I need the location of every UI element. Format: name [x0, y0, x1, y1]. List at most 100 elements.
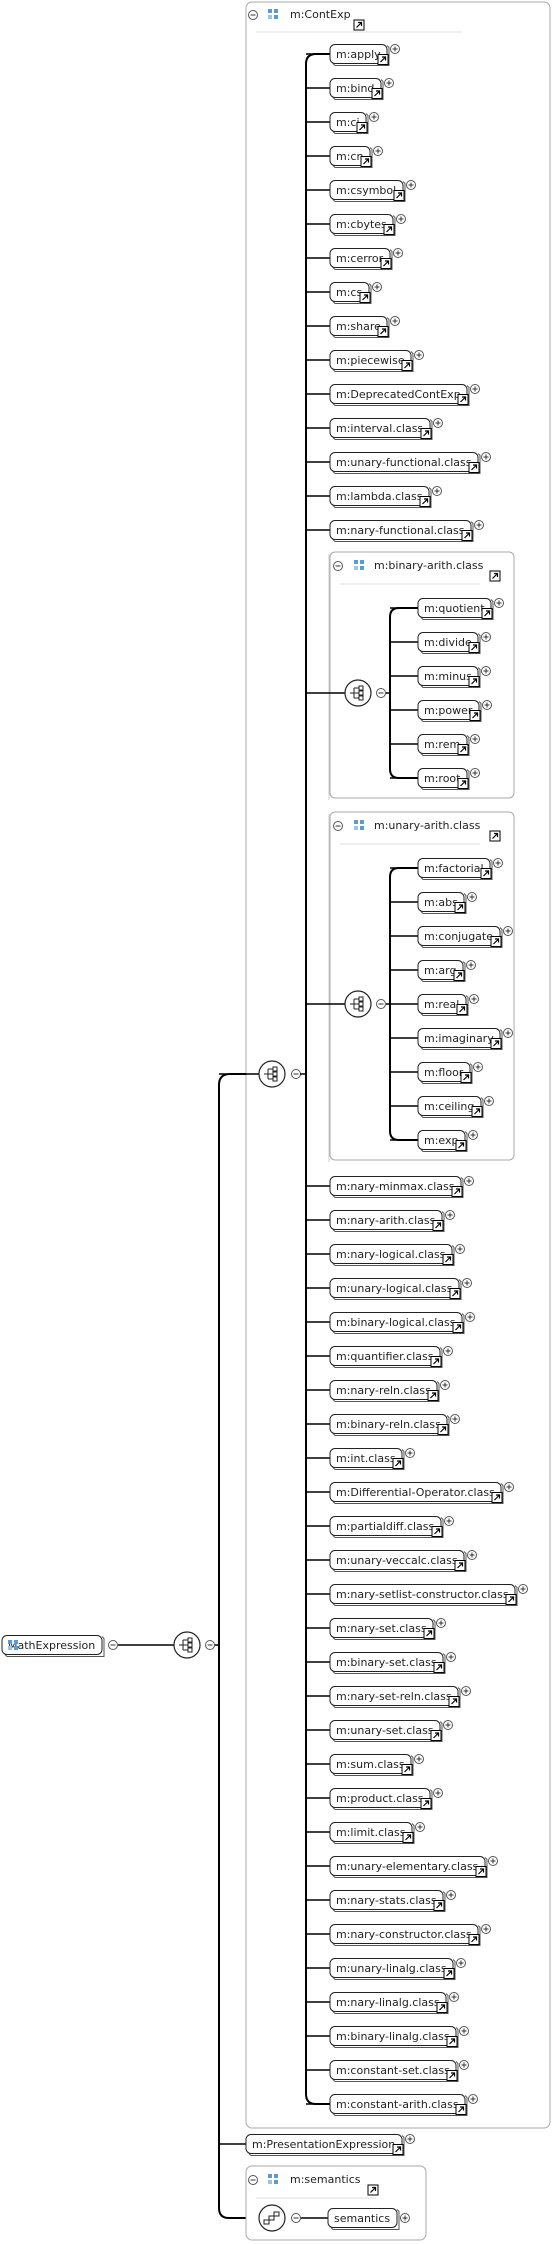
expand-icon[interactable]	[396, 214, 406, 224]
element-node[interactable]: m:binary-reln.class	[329, 1414, 450, 1436]
reference-arrow-icon[interactable]	[420, 1798, 432, 1809]
reference-arrow-icon[interactable]	[430, 1730, 442, 1741]
reference-arrow-icon[interactable]	[460, 1072, 472, 1083]
reference-arrow-icon[interactable]	[436, 2002, 448, 2013]
element-node[interactable]: m:nary-setlist-constructor.class	[329, 1584, 518, 1606]
reference-arrow-icon[interactable]	[393, 190, 405, 201]
expand-icon[interactable]	[493, 858, 503, 868]
element-node[interactable]: m:piecewise	[329, 350, 414, 372]
element-node[interactable]: m:nary-functional.class	[329, 520, 474, 542]
reference-arrow-icon[interactable]	[461, 530, 473, 541]
element-node[interactable]: m:nary-logical.class	[329, 1244, 455, 1266]
element-node[interactable]: m:cbytes	[329, 214, 396, 236]
reference-arrow-icon[interactable]	[443, 1968, 455, 1979]
expand-icon[interactable]	[473, 1062, 483, 1072]
reference-arrow-icon[interactable]	[377, 54, 389, 65]
element-node[interactable]: m:DeprecatedContExp	[329, 384, 470, 406]
collapse-icon[interactable]	[205, 1640, 215, 1650]
reference-arrow-icon[interactable]	[457, 394, 469, 405]
expand-icon[interactable]	[484, 1096, 494, 1106]
expand-icon[interactable]	[474, 520, 484, 530]
reference-arrow-icon[interactable]	[401, 360, 413, 371]
expand-icon[interactable]	[432, 486, 442, 496]
expand-icon[interactable]	[433, 1788, 443, 1798]
expand-icon[interactable]	[464, 1176, 474, 1186]
reference-arrow-icon[interactable]	[420, 428, 432, 439]
expand-icon[interactable]	[465, 1312, 475, 1322]
reference-arrow-icon[interactable]	[377, 326, 389, 337]
reference-arrow-icon[interactable]	[380, 258, 392, 269]
element-node[interactable]: m:binary-logical.class	[329, 1312, 465, 1334]
expand-icon[interactable]	[467, 1550, 477, 1560]
element-node[interactable]: m:unary-functional.class	[329, 452, 481, 474]
reference-arrow-icon[interactable]	[353, 19, 365, 31]
subgroup-element-node[interactable]: m:real	[417, 994, 469, 1016]
choice-compositor-icon[interactable]	[344, 679, 372, 707]
element-node[interactable]: m:binary-linalg.class	[329, 2026, 459, 2048]
element-node[interactable]: m:int.class	[329, 1448, 405, 1470]
reference-arrow-icon[interactable]	[505, 1594, 517, 1605]
expand-icon[interactable]	[393, 248, 403, 258]
subgroup-element-node[interactable]: m:exp	[417, 1130, 468, 1152]
reference-arrow-icon[interactable]	[471, 1106, 483, 1117]
subgroup-element-node[interactable]: m:floor	[417, 1062, 473, 1084]
reference-arrow-icon[interactable]	[453, 970, 465, 981]
presentation-element[interactable]: m:PresentationExpression	[245, 2134, 405, 2156]
expand-icon[interactable]	[384, 78, 394, 88]
element-node[interactable]: m:product.class	[329, 1788, 433, 1810]
element-node[interactable]: m:cs	[329, 282, 372, 304]
reference-arrow-icon[interactable]	[427, 1390, 439, 1401]
element-node[interactable]: m:unary-set.class	[329, 1720, 443, 1742]
expand-icon[interactable]	[469, 994, 479, 1004]
reference-arrow-icon[interactable]	[491, 1492, 503, 1503]
expand-icon[interactable]	[446, 1652, 456, 1662]
reference-arrow-icon[interactable]	[452, 1322, 464, 1333]
expand-icon[interactable]	[373, 146, 383, 156]
subgroup-element-node[interactable]: m:quotient	[417, 598, 494, 620]
reference-arrow-icon[interactable]	[367, 2184, 379, 2196]
root-element[interactable]: MathExpression	[1, 1635, 105, 1657]
reference-arrow-icon[interactable]	[442, 1254, 454, 1265]
expand-icon[interactable]	[446, 1890, 456, 1900]
expand-icon[interactable]	[481, 452, 491, 462]
collapse-icon[interactable]	[291, 1069, 301, 1079]
element-node[interactable]: m:lambda.class	[329, 486, 432, 508]
element-node[interactable]: m:nary-reln.class	[329, 1380, 440, 1402]
reference-arrow-icon[interactable]	[433, 1900, 445, 1911]
element-node[interactable]: m:binary-set.class	[329, 1652, 446, 1674]
expand-icon[interactable]	[443, 1720, 453, 1730]
expand-icon[interactable]	[481, 632, 491, 642]
reference-arrow-icon[interactable]	[455, 1140, 467, 1151]
element-node[interactable]: m:quantifier.class	[329, 1346, 443, 1368]
element-node[interactable]: m:partialdiff.class	[329, 1516, 444, 1538]
element-node[interactable]: m:limit.class	[329, 1822, 415, 1844]
expand-icon[interactable]	[390, 316, 400, 326]
element-node[interactable]: m:unary-linalg.class	[329, 1958, 456, 1980]
element-node[interactable]: m:unary-logical.class	[329, 1278, 462, 1300]
expand-icon[interactable]	[488, 1856, 498, 1866]
expand-icon[interactable]	[456, 1958, 466, 1968]
expand-icon[interactable]	[372, 282, 382, 292]
element-node[interactable]: m:nary-constructor.class	[329, 1924, 481, 1946]
subgroup-element-node[interactable]: m:power	[417, 700, 482, 722]
expand-icon[interactable]	[470, 734, 480, 744]
expand-icon[interactable]	[436, 1618, 446, 1628]
expand-icon[interactable]	[369, 112, 379, 122]
reference-arrow-icon[interactable]	[432, 1220, 444, 1231]
element-node[interactable]: m:unary-veccalc.class	[329, 1550, 467, 1572]
element-node[interactable]: m:nary-arith.class	[329, 1210, 445, 1232]
reference-arrow-icon[interactable]	[457, 744, 469, 755]
expand-icon[interactable]	[443, 1346, 453, 1356]
element-node[interactable]: m:constant-set.class	[329, 2060, 459, 2082]
reference-arrow-icon[interactable]	[451, 1186, 463, 1197]
expand-icon[interactable]	[450, 1414, 460, 1424]
choice-compositor-icon[interactable]	[344, 990, 372, 1018]
expand-icon[interactable]	[390, 44, 400, 54]
reference-arrow-icon[interactable]	[360, 156, 372, 167]
expand-icon[interactable]	[405, 2134, 415, 2144]
expand-icon[interactable]	[455, 1244, 465, 1254]
reference-arrow-icon[interactable]	[475, 1866, 487, 1877]
reference-arrow-icon[interactable]	[359, 292, 371, 303]
expand-icon[interactable]	[444, 1516, 454, 1526]
expand-icon[interactable]	[504, 1482, 514, 1492]
